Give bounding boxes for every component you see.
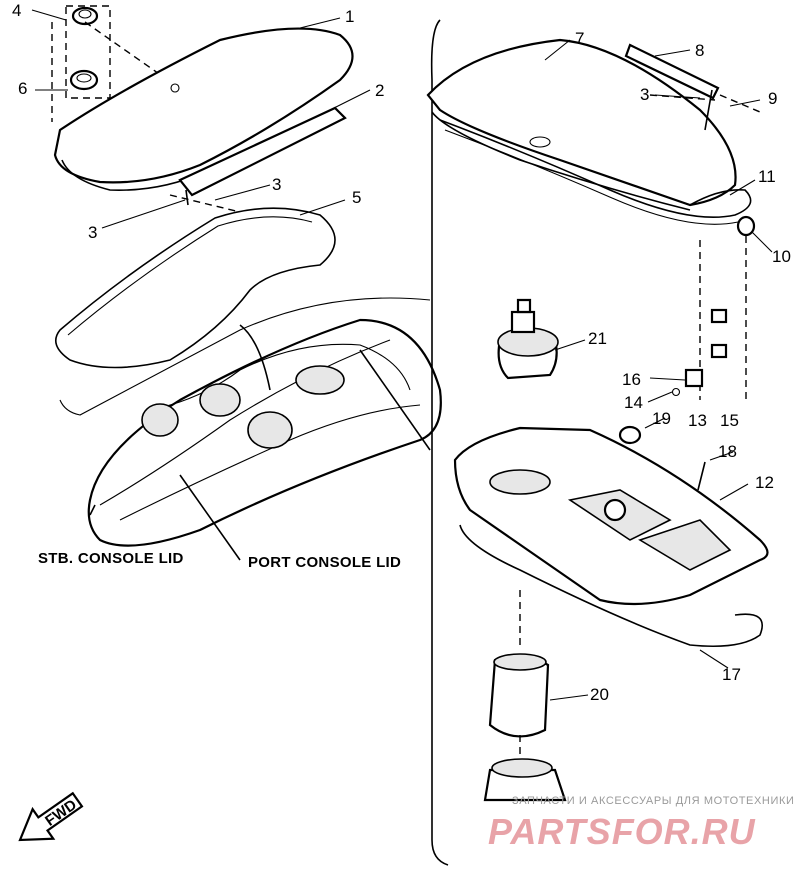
callout-3: 3 xyxy=(272,175,281,194)
callout-18: 18 xyxy=(718,442,737,461)
port-hinge xyxy=(624,43,761,131)
callout-2: 2 xyxy=(375,81,384,100)
callout-14: 14 xyxy=(624,393,643,412)
callout-3: 3 xyxy=(640,85,649,104)
callout-9: 9 xyxy=(768,89,777,108)
duct-sleeve xyxy=(488,653,550,738)
callout-10: 10 xyxy=(772,247,791,266)
callout-3: 3 xyxy=(88,223,97,242)
console-tray xyxy=(453,426,769,606)
port-console-lid-caption: PORT CONSOLE LID xyxy=(248,554,401,571)
callout-16: 16 xyxy=(622,370,641,389)
stb-hinge xyxy=(169,106,347,213)
port-lid-gasket xyxy=(439,119,752,225)
grommet-parts xyxy=(51,5,176,122)
port-console-lid xyxy=(426,38,737,211)
fwd-arrow-icon: FWD xyxy=(18,791,84,842)
callout-7: 7 xyxy=(575,29,584,48)
callout-8: 8 xyxy=(695,41,704,60)
stb-console-lid xyxy=(53,27,354,191)
callout-4: 4 xyxy=(12,1,21,20)
tray-gasket xyxy=(459,524,763,648)
latch-parts xyxy=(671,215,756,400)
watermark-logo: PARTSFOR.RU xyxy=(488,811,756,852)
watermark-tagline: ЗАПЧАСТИ И АКСЕССУАРЫ ДЛЯ МОТОТЕХНИКИ xyxy=(512,795,794,807)
callout-11: 11 xyxy=(758,167,776,186)
callout-6: 6 xyxy=(18,79,27,98)
callout-19: 19 xyxy=(652,409,671,428)
callout-13: 13 xyxy=(688,411,707,430)
boat-hull xyxy=(87,318,442,561)
air-filter-element xyxy=(497,298,559,380)
leader-lines xyxy=(31,9,773,701)
callout-5: 5 xyxy=(352,188,361,207)
screw xyxy=(697,461,706,491)
stb-lid-gasket xyxy=(54,207,336,369)
callout-15: 15 xyxy=(720,411,739,430)
duct-adapter xyxy=(483,758,567,802)
callout-20: 20 xyxy=(590,685,609,704)
stb-console-lid-caption: STB. CONSOLE LID xyxy=(38,550,184,567)
callout-12: 12 xyxy=(755,473,774,492)
callout-numbers: 1 2 3 3 4 5 6 7 8 3 9 11 10 21 16 14 13 … xyxy=(12,1,791,704)
o-ring xyxy=(618,425,642,445)
callout-17: 17 xyxy=(722,665,741,684)
callout-1: 1 xyxy=(345,7,354,26)
callout-21: 21 xyxy=(588,329,607,348)
